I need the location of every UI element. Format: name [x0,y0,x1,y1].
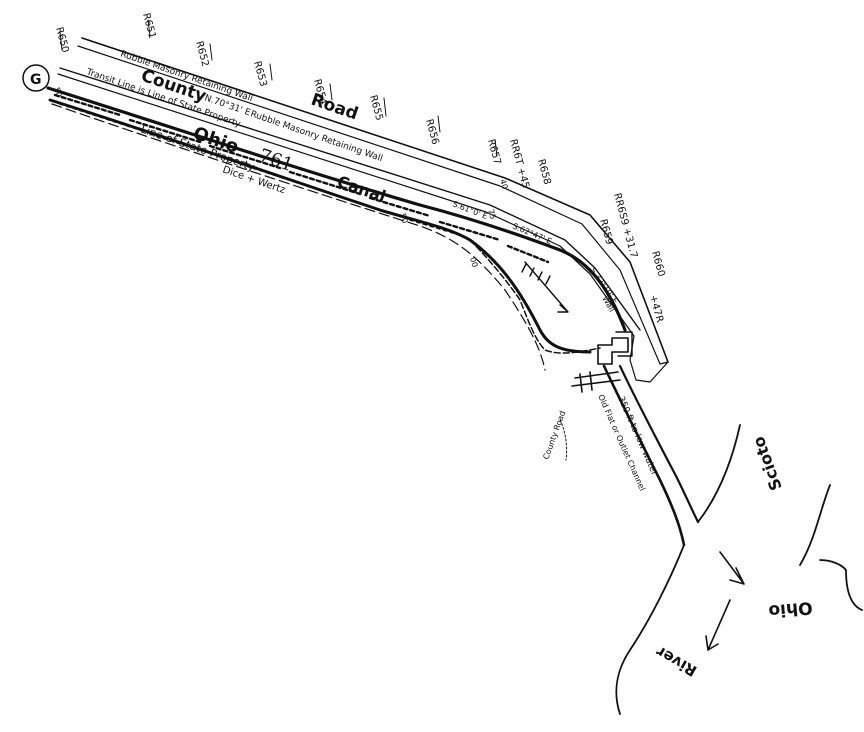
north-arrow-ticks [521,263,551,285]
station-r653: R653 [251,60,268,88]
sheet-marker-circle [22,64,50,92]
station-note-3: +47R [647,294,665,324]
ohio-flow-arrow [705,599,731,651]
north-arrow [524,261,569,313]
station-r657: R657 [485,138,502,166]
lock-wall [615,331,633,357]
station-note-1: RR6T +45 [507,138,531,190]
station-r652: R652 [193,40,210,68]
label-ohio-river-2: River [652,642,700,680]
label-station-00: 00 [468,256,479,268]
canal-bank-south [48,98,592,354]
station-r655: R655 [367,94,384,122]
road-edge-north-2 [77,45,661,365]
canal-bank-north [46,86,627,332]
canal-shading [53,93,550,264]
station-r658: R658 [535,158,552,186]
station-r660: R660 [649,250,666,278]
station-r650: R650 [53,26,70,54]
label-county-road: County Road [541,410,567,461]
scioto-bank-east [697,424,741,523]
label-station-40: 40 [498,178,509,190]
station-note-2: RR6S9 +31.7 [611,192,639,259]
retaining-wall-line [59,67,641,331]
label-station-75: 75 [486,208,497,220]
canal-shading-2 [59,103,461,236]
label-ohio-river-1: Ohio [768,597,814,621]
station-ticks [59,19,498,157]
scioto-flow-arrow [719,551,745,585]
road-edge-north [81,37,669,363]
retaining-wall-line-2 [57,73,635,337]
label-road: Road [308,90,360,125]
county-road-scribble [559,419,568,461]
ohio-river-bank [799,484,863,611]
scioto-bank-west [615,544,685,715]
label-scioto: Scioto [749,434,786,493]
station-r656: R656 [423,118,440,146]
station-r659: R659 [597,218,614,246]
bridge-structure [571,371,621,393]
outlet-channel-west [602,364,686,547]
label-station-50: 50 [398,212,409,224]
state-property-line [51,103,546,371]
road-end-block [629,335,669,383]
lock-structure [597,337,629,365]
sheet-marker: G [30,72,42,88]
station-r651: R651 [140,12,157,40]
outlet-channel-east [618,364,700,524]
basin-edge [469,239,601,354]
label-station-50b: 50 [52,86,63,98]
